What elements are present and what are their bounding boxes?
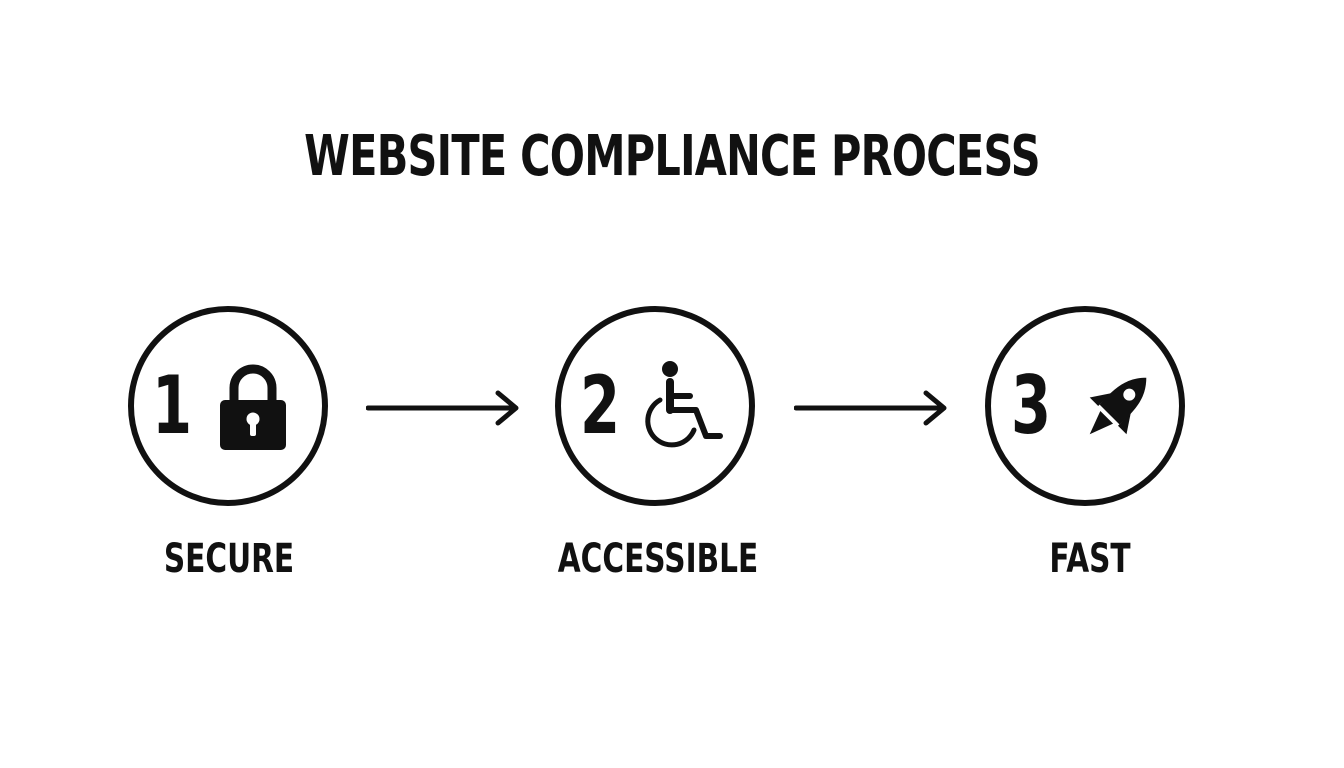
- step-3-circle: [985, 306, 1185, 506]
- step-3-label: FAST: [1049, 536, 1131, 582]
- arrow-2-icon: [794, 390, 947, 426]
- step-1-circle: [128, 306, 328, 506]
- diagram-title: WEBSITE COMPLIANCE PROCESS: [304, 124, 1040, 189]
- step-2-circle: [555, 306, 755, 506]
- step-1-number: 1: [152, 359, 193, 452]
- step-3-number: 3: [1011, 359, 1052, 452]
- arrow-1-icon: [366, 390, 519, 426]
- wheelchair-icon: [645, 361, 723, 448]
- step-2-label: ACCESSIBLE: [557, 536, 759, 582]
- step-1-label: SECURE: [163, 536, 295, 582]
- step-2-number: 2: [580, 359, 621, 452]
- rocket-icon: [1089, 377, 1147, 435]
- padlock-icon: [220, 364, 286, 450]
